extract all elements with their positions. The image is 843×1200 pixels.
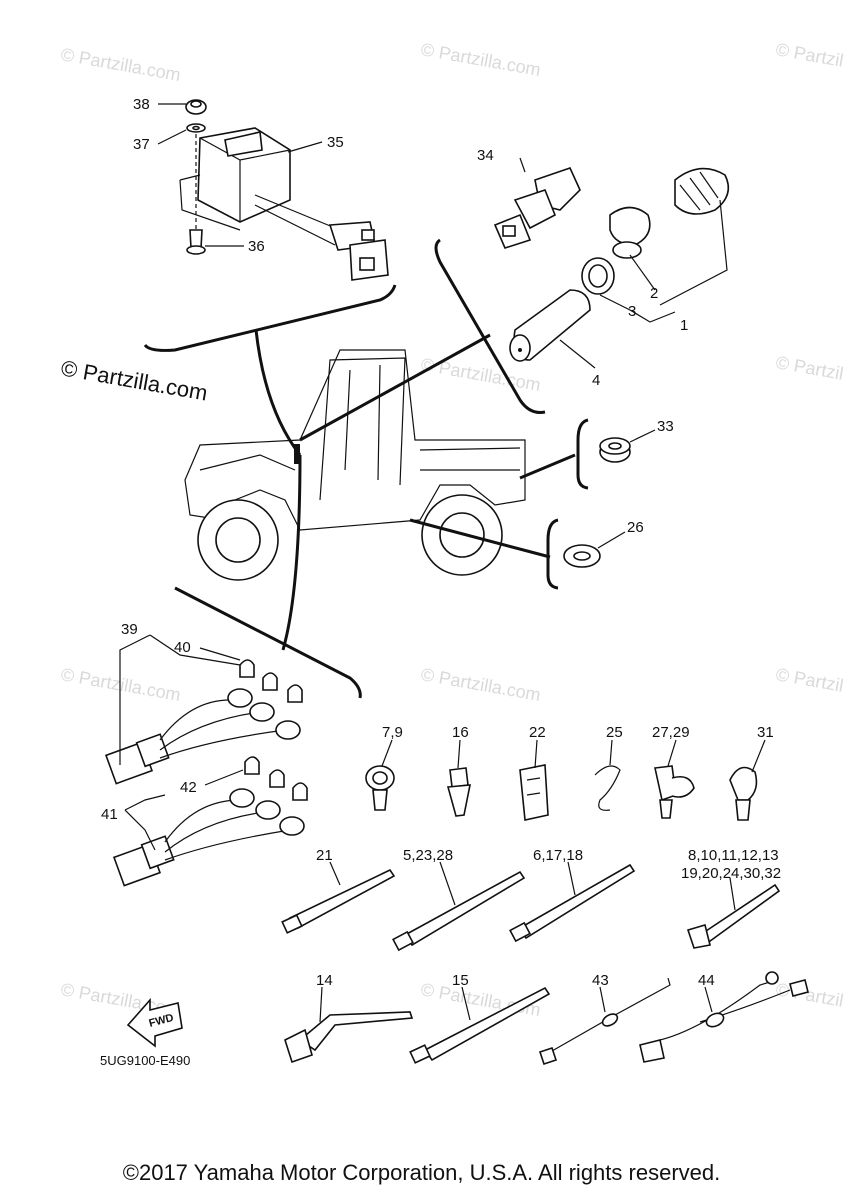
callout-3: 3: [628, 303, 636, 320]
cable-ties: [281, 863, 781, 952]
callout-44: 44: [698, 972, 715, 989]
callout-34: 34: [477, 147, 494, 164]
watermark: © Partzilla.com: [774, 664, 843, 705]
callout-26: 26: [627, 519, 644, 536]
watermark: © Partzilla.com: [59, 44, 182, 85]
callout-4: 4: [592, 372, 600, 389]
sensor-and-socket: [493, 167, 730, 362]
callout-41: 41: [101, 806, 118, 823]
grommet-26: [563, 544, 601, 568]
watermark: © Partzilla.com: [774, 979, 843, 1020]
callout-2: 2: [650, 285, 658, 302]
copyright-notice: ©2017 Yamaha Motor Corporation, U.S.A. A…: [122, 1160, 721, 1185]
callout-7-9: 7,9: [382, 724, 403, 741]
watermark: © Partzilla.com: [419, 39, 542, 80]
callout-22: 22: [529, 724, 546, 741]
callout-15: 15: [452, 972, 469, 989]
callout-42: 42: [180, 779, 197, 796]
callout-35: 35: [327, 134, 344, 151]
callout-31: 31: [757, 724, 774, 741]
callout-14: 14: [316, 972, 333, 989]
callout-16: 16: [452, 724, 469, 741]
callout-6-17-18: 6,17,18: [533, 847, 583, 864]
callout-39: 39: [121, 621, 138, 638]
switch-assembly: [179, 99, 389, 281]
vehicle: [184, 349, 526, 581]
callout-1: 1: [680, 317, 688, 334]
callout-40: 40: [174, 639, 191, 656]
bottom-parts: [284, 971, 809, 1066]
fwd-arrow: FWD: [126, 997, 183, 1048]
callout-8-10-11-12-13: 8,10,11,12,13: [688, 847, 779, 864]
watermark: © Partzilla.com: [419, 664, 542, 705]
callout-5-23-28: 5,23,28: [403, 847, 453, 864]
callout-38: 38: [133, 96, 150, 113]
harness-39: [104, 659, 303, 785]
diagram-code: 5UG9100-E490: [100, 1053, 190, 1068]
clips-row: [365, 764, 758, 821]
callout-36: 36: [248, 238, 265, 255]
watermark-main: © Partzilla.com: [59, 355, 209, 405]
watermark: © Partzilla.com: [774, 352, 843, 393]
grommet-33: [599, 437, 631, 463]
callout-37: 37: [133, 136, 150, 153]
harness-41: [112, 756, 308, 887]
callout-43: 43: [592, 972, 609, 989]
callout-21: 21: [316, 847, 333, 864]
callout-27-29: 27,29: [652, 724, 690, 741]
watermark: © Partzilla.com: [59, 664, 182, 705]
callout-33: 33: [657, 418, 674, 435]
watermark: © Partzilla.com: [774, 39, 843, 80]
callout-19-20-24-30-32: 19,20,24,30,32: [681, 865, 781, 882]
callout-25: 25: [606, 724, 623, 741]
